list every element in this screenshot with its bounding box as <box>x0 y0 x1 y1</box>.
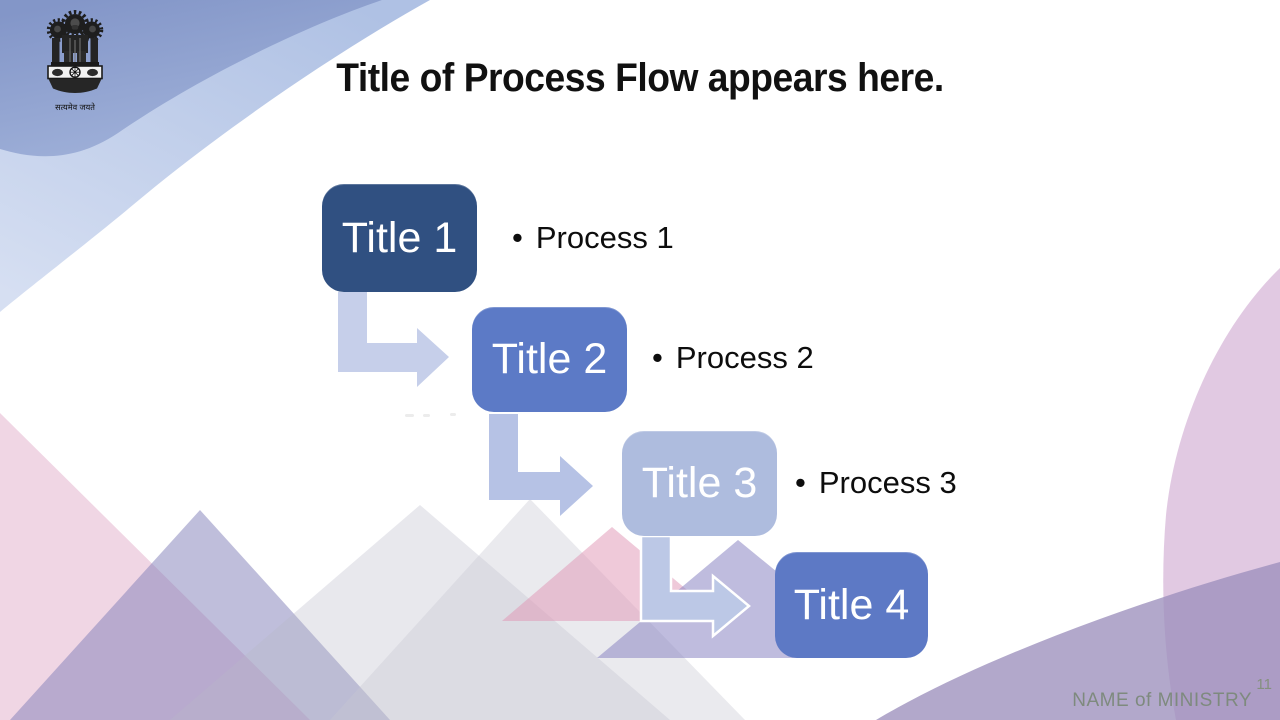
process-bullet-item-3: • Process 3 <box>795 463 957 503</box>
flow-step-box-3: Title 3 <box>622 431 777 536</box>
ashoka-lion-capital-icon: सत्यमेव जयते <box>46 10 104 112</box>
faint-artifact <box>423 414 430 417</box>
flow-step-title: Title 2 <box>491 335 608 383</box>
process-bullet-item-1: • Process 1 <box>512 218 674 258</box>
gray-mountain-triangle <box>170 505 670 720</box>
process-label: Process 3 <box>818 465 957 500</box>
bottomright-lilac-curve <box>1163 268 1280 720</box>
faint-artifact <box>450 413 456 416</box>
page-number: 11 <box>1256 676 1272 693</box>
emblem-motto-text: सत्यमेव जयते <box>55 102 95 112</box>
center-pink-triangle <box>502 527 724 621</box>
flow-step-title: Title 4 <box>793 580 910 629</box>
elbow-arrow-connector-2 <box>489 414 593 516</box>
india-state-emblem: सत्यमेव जयते <box>40 8 110 114</box>
footer-ministry-name: NAME of MINISTRY <box>1072 690 1252 711</box>
bullet-icon: • <box>512 220 523 255</box>
process-bullet-item-2: • Process 2 <box>652 338 814 378</box>
faint-artifact <box>405 414 414 417</box>
elbow-arrow-connector-1 <box>338 292 449 387</box>
flow-step-title: Title 3 <box>641 459 758 507</box>
bottomleft-lavender-triangle <box>10 510 390 720</box>
page-title: Title of Process Flow appears here. <box>336 56 944 100</box>
flow-step-box-1: Title 1 <box>322 184 477 292</box>
process-label: Process 2 <box>675 340 814 375</box>
flow-step-title: Title 1 <box>341 213 458 262</box>
process-label: Process 1 <box>535 220 674 255</box>
flow-step-box-4: Title 4 <box>775 552 928 658</box>
bullet-icon: • <box>652 340 663 375</box>
flow-step-box-2: Title 2 <box>472 307 627 412</box>
bottomleft-pink-triangle <box>0 413 310 720</box>
elbow-arrow-connector-3 <box>639 534 751 639</box>
bullet-icon: • <box>795 465 806 500</box>
